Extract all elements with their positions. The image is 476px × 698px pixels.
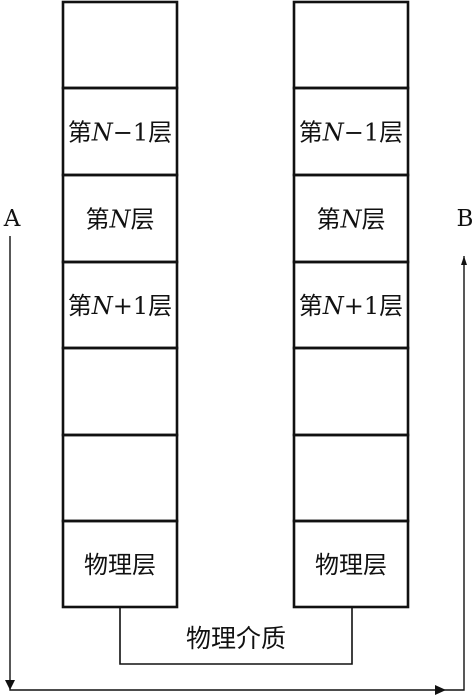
left-stack-layer-cell <box>61 346 179 437</box>
right-stack-layer-cell <box>292 519 410 609</box>
left-stack-layer-cell <box>61 433 179 523</box>
right-stack-layer-cell <box>292 0 410 90</box>
right-arrow-icon <box>435 685 446 695</box>
endpoint-b-label: B <box>457 206 474 232</box>
physical-medium-link <box>119 607 353 665</box>
left-stack-layer-label: 第N+1层 <box>68 292 172 320</box>
right-stack-layer-label: 第N层 <box>317 206 386 234</box>
physical-medium-label: 物理介质 <box>186 624 286 653</box>
right-stack-layer-label: 第N+1层 <box>299 292 403 320</box>
left-stack-layer-cell <box>61 0 179 90</box>
down-arrow-icon <box>5 680 15 690</box>
right-stack-layer-label: 物理层 <box>315 551 387 579</box>
right-stack-layer-label: 第N−1层 <box>299 119 403 147</box>
right-stack-layer-cell <box>292 433 410 523</box>
left-stack-layer-label: 第N层 <box>86 206 155 234</box>
data-flow-arrow-path <box>9 236 467 691</box>
left-stack-layer-label: 第N−1层 <box>68 119 172 147</box>
left-stack-layer-label: 物理层 <box>84 551 156 579</box>
right-stack-layer-cell <box>292 346 410 437</box>
endpoint-a-label: A <box>3 206 21 232</box>
